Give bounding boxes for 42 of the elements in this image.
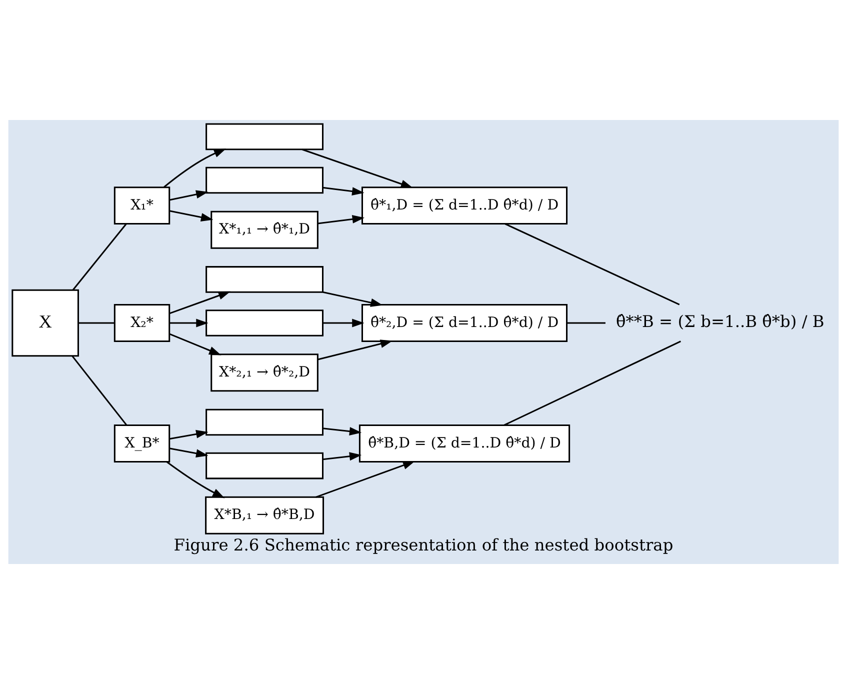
- connector: [72, 354, 128, 426]
- arrow: [318, 214, 365, 224]
- node-box: X*₂,₁ → θ̂*₂,D: [210, 353, 318, 392]
- node-text: θ̂**B = (Σ b=1..B θ̂*b) / B: [616, 311, 824, 330]
- node-box: θ̂*B,D = (Σ d=1..D θ̂*d) / D: [358, 424, 570, 462]
- arrow: [169, 210, 214, 221]
- arrow: [322, 186, 364, 196]
- node-box: X₁*: [114, 186, 170, 224]
- node-box: [206, 122, 324, 150]
- arrow: [169, 318, 208, 327]
- arrow: [318, 339, 393, 360]
- arrow: [322, 318, 364, 327]
- connector: [72, 223, 127, 290]
- node-box: θ̂*₂,D = (Σ d=1..D θ̂*d) / D: [361, 304, 568, 342]
- node-box: [206, 309, 324, 336]
- connector: [566, 322, 606, 324]
- arrow: [169, 429, 208, 440]
- connector: [504, 340, 682, 426]
- arrow: [169, 447, 208, 458]
- node-box: X₂*: [114, 304, 170, 342]
- arrow: [169, 290, 231, 314]
- arrow: [322, 426, 362, 435]
- arrow: [166, 460, 225, 498]
- node-box: [206, 408, 324, 436]
- arrow: [302, 148, 414, 188]
- node-box: X*₁,₁ → θ̂*₁,D: [210, 210, 318, 248]
- arrow: [169, 332, 222, 355]
- node-box: X*B,₁ → θ̂*B,D: [205, 496, 324, 534]
- node-box: [206, 166, 324, 194]
- node-box: [206, 266, 324, 292]
- arrow: [316, 460, 416, 498]
- node-box: X: [12, 288, 79, 356]
- caption: Figure 2.6 Schematic representation of the nested bootstrap: [174, 535, 674, 554]
- connector: [78, 322, 115, 324]
- node-box: θ̂*₁,D = (Σ d=1..D θ̂*d) / D: [361, 186, 568, 224]
- connector: [504, 222, 680, 305]
- arrow: [164, 148, 226, 188]
- arrow: [322, 452, 362, 460]
- node-box: X_B*: [114, 424, 170, 462]
- arrow: [169, 190, 208, 200]
- node-box: [206, 452, 324, 479]
- arrow: [322, 290, 383, 306]
